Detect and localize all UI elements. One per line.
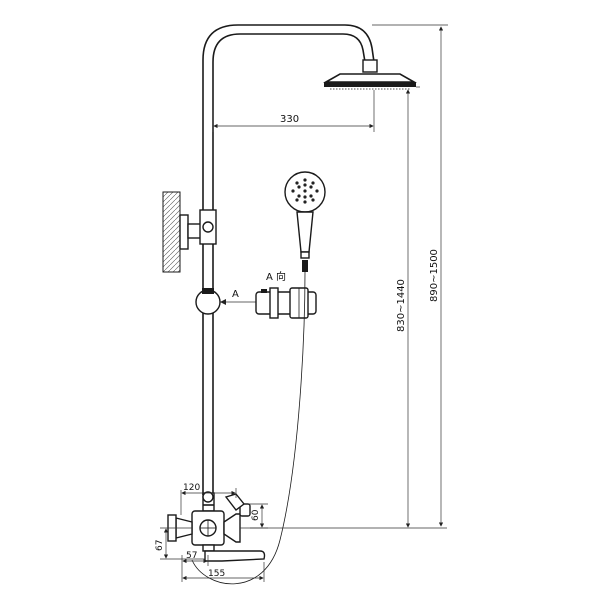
view-arrow-label: A bbox=[232, 289, 239, 300]
dim-text-60: 60 bbox=[251, 509, 261, 521]
dim-text-155: 155 bbox=[208, 569, 225, 579]
dim-text-67: 67 bbox=[155, 540, 165, 551]
dim-total-range bbox=[372, 24, 448, 529]
dim-mixer-top bbox=[180, 488, 237, 515]
rain-shower-head bbox=[322, 59, 418, 90]
dim-text-830-1440: 830~1440 bbox=[396, 279, 407, 332]
dim-text-120: 120 bbox=[183, 483, 200, 493]
view-a-label: A 向 bbox=[266, 270, 286, 283]
dim-text-57: 57 bbox=[186, 551, 197, 561]
dim-spout-length bbox=[181, 562, 265, 582]
slide-holder bbox=[195, 288, 258, 315]
holder-detail-a bbox=[255, 287, 317, 319]
dim-arm-length bbox=[212, 90, 375, 132]
wall-bracket bbox=[162, 191, 217, 273]
dim-slide-range bbox=[250, 86, 420, 529]
hose bbox=[191, 271, 306, 585]
dim-text-890-1500: 890~1500 bbox=[429, 249, 440, 302]
dim-spout-offset bbox=[181, 555, 209, 566]
riser-pipe bbox=[202, 24, 375, 495]
mixer-valve bbox=[167, 491, 266, 562]
dim-text-330: 330 bbox=[280, 114, 299, 125]
hand-shower bbox=[284, 171, 326, 272]
dim-mixer-height bbox=[240, 503, 268, 529]
